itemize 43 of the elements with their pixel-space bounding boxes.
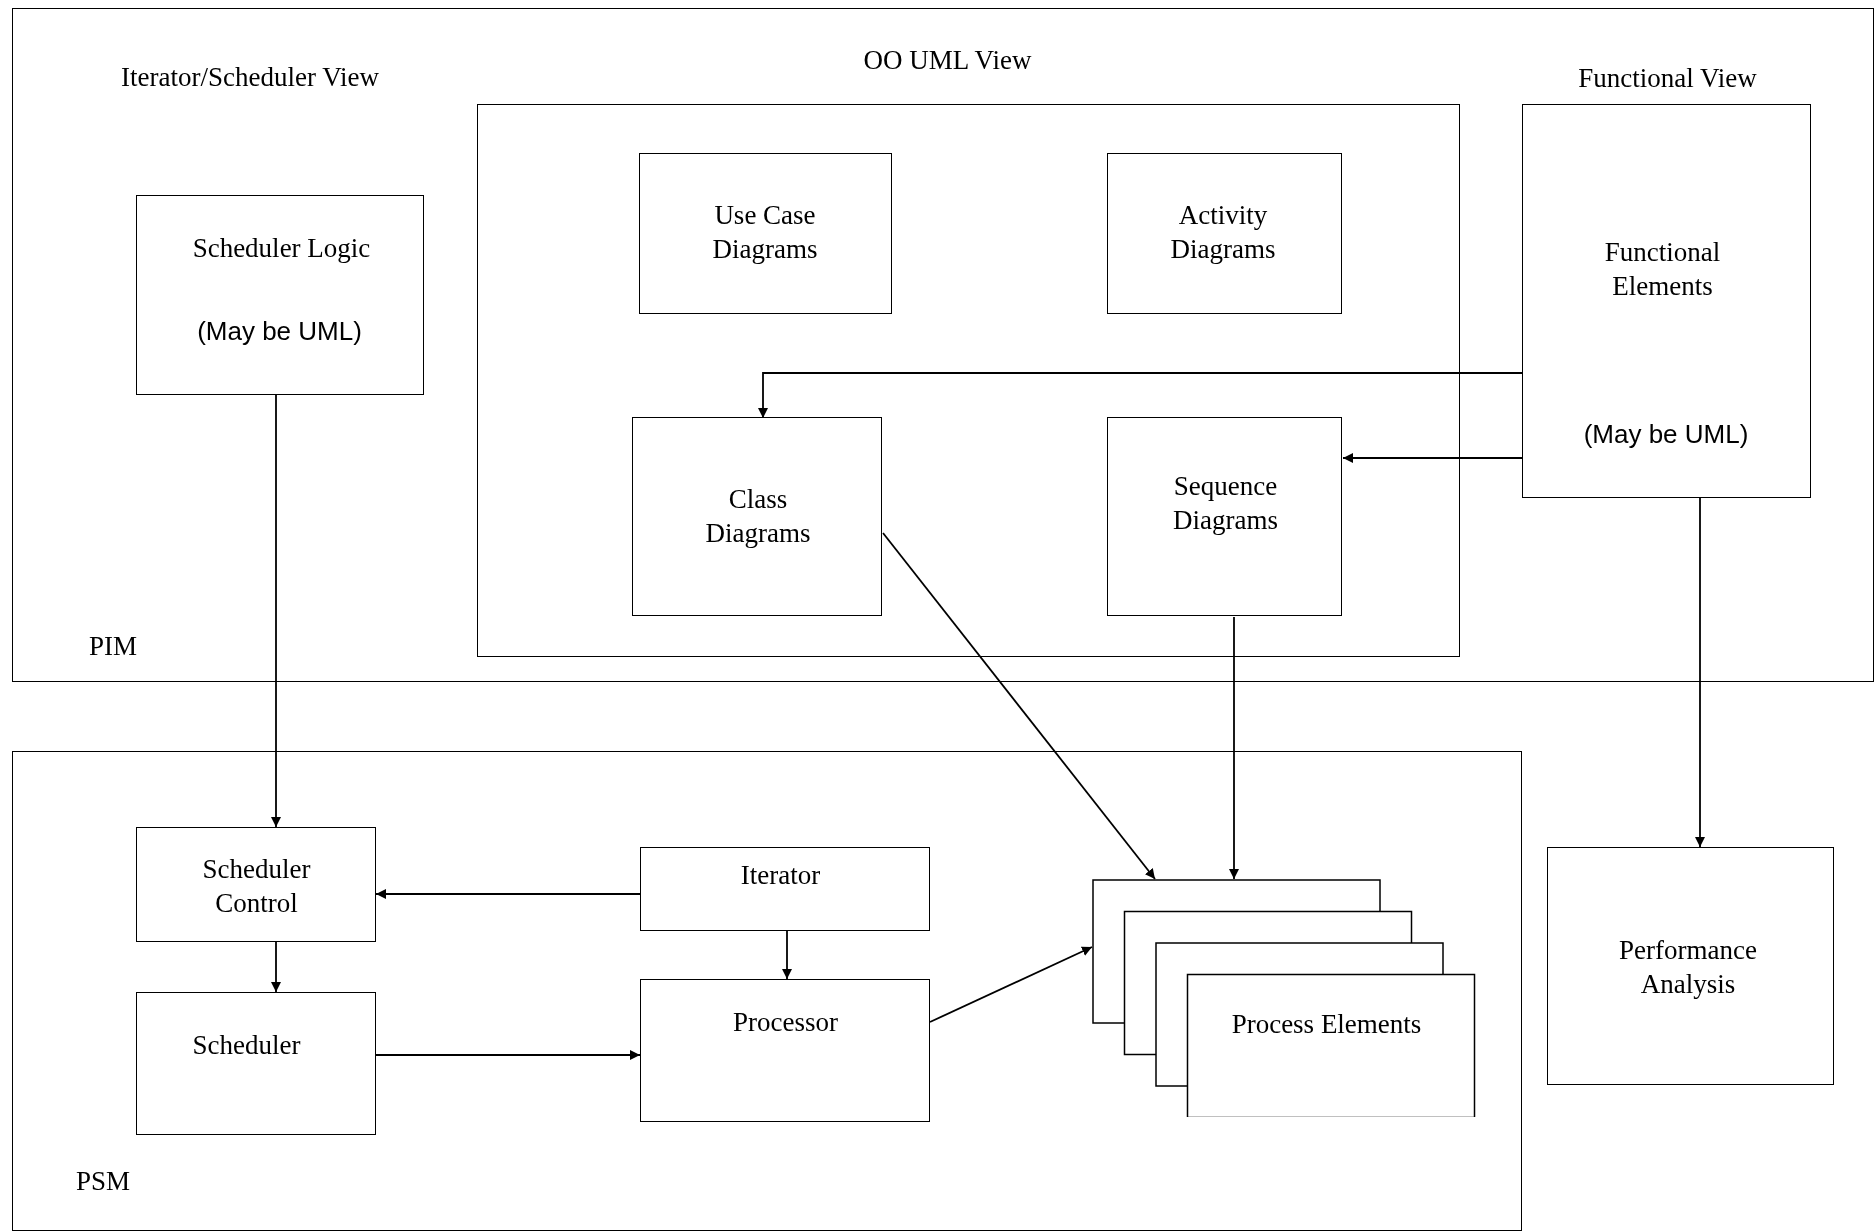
- container-box: [12, 8, 1874, 682]
- arrow: [758, 372, 1523, 419]
- node-label: (May be UML): [197, 314, 362, 348]
- process-box: [639, 153, 892, 314]
- process-box: [1547, 847, 1834, 1085]
- process-box: [135, 826, 376, 942]
- arrow: [1342, 453, 1523, 463]
- node-label: Sequence Diagrams: [1172, 470, 1279, 537]
- view-label: Iterator/Scheduler View: [120, 61, 380, 94]
- node-label: Scheduler Logic: [192, 231, 371, 265]
- process-box: [639, 978, 930, 1122]
- process-box: [1107, 417, 1342, 616]
- arrow: [271, 941, 281, 993]
- arrow: [1695, 497, 1705, 848]
- node-label: Use Case Diagrams: [711, 199, 819, 266]
- node-label: PIM: [89, 630, 137, 663]
- process-box: [135, 194, 424, 395]
- node-label: (May be UML): [1583, 417, 1749, 451]
- arrow: [271, 394, 281, 828]
- node-label: Class Diagrams: [704, 483, 812, 550]
- process-box: [135, 991, 376, 1135]
- node-label: PSM: [75, 1165, 130, 1198]
- container-box: [12, 751, 1522, 1231]
- process-box: [632, 417, 882, 616]
- node-label: Scheduler: [192, 1028, 301, 1062]
- process-box: [639, 846, 930, 931]
- node-label: OO UML View: [863, 43, 1032, 77]
- stacked-process-box: [1091, 878, 1478, 1117]
- node-label: Activity Diagrams: [1169, 199, 1277, 266]
- node-label: Scheduler Control: [201, 852, 312, 920]
- process-box: [1107, 153, 1342, 314]
- node-label: Functional View: [1578, 61, 1757, 95]
- node-label: Process Elements: [1231, 1007, 1422, 1041]
- node-label: Functional Elements: [1603, 235, 1722, 303]
- arrow: [1229, 616, 1239, 880]
- arrow: [882, 532, 1156, 880]
- arrow: [375, 889, 641, 899]
- node-label: Performance Analysis: [1618, 934, 1758, 1001]
- node-label: Processor: [733, 1005, 838, 1039]
- node-label: Iterator: [740, 858, 821, 892]
- arrow: [782, 930, 792, 980]
- arrow: [375, 1050, 641, 1060]
- arrow: [929, 946, 1093, 1023]
